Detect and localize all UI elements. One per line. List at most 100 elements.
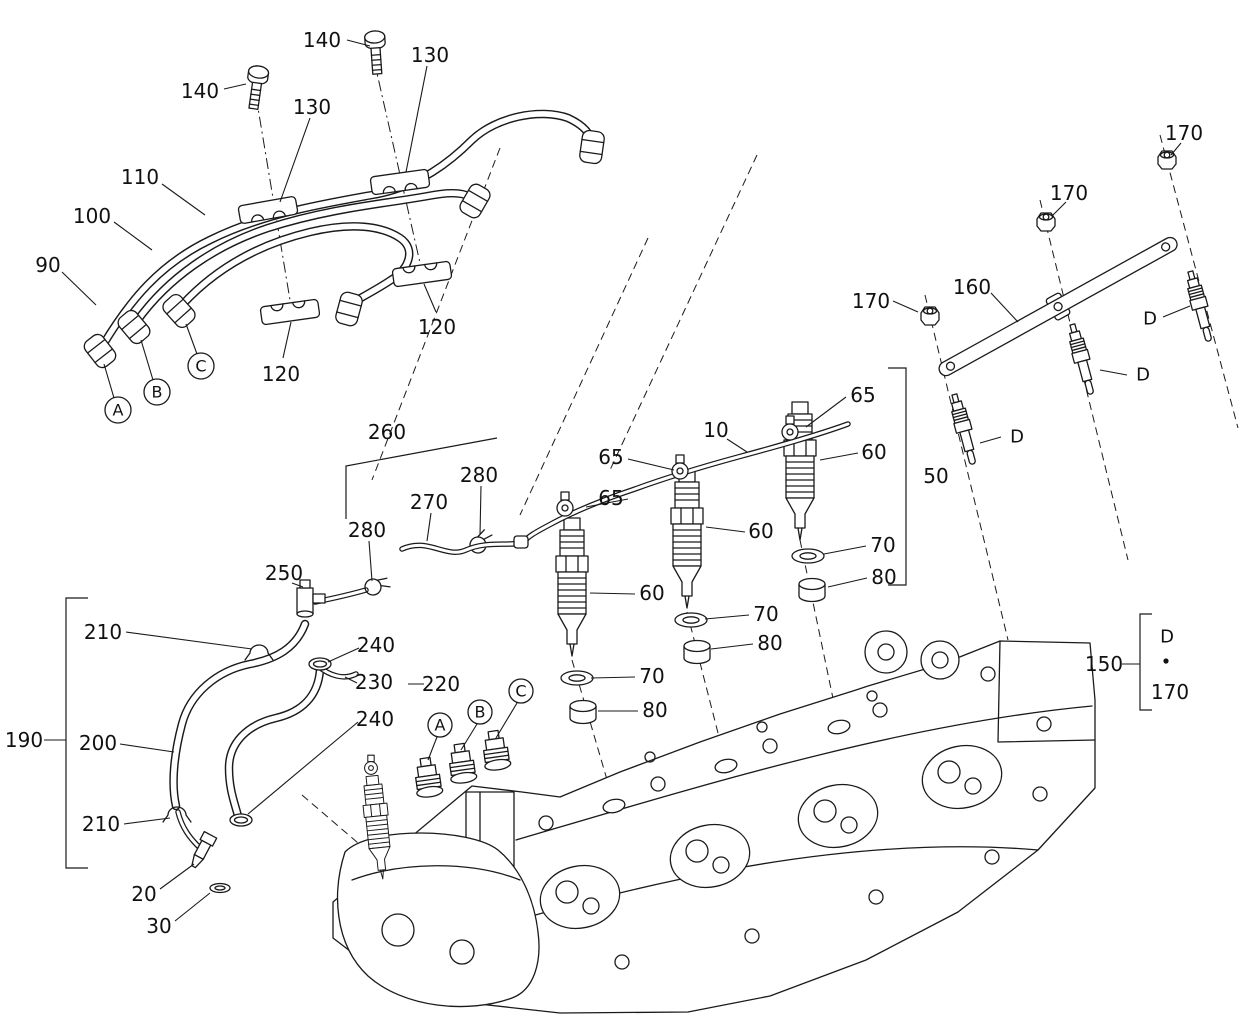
part-label-280: 280	[460, 463, 498, 487]
part-label-90: 90	[35, 253, 60, 277]
part-label-250: 250	[265, 561, 303, 585]
injector-washer	[791, 548, 825, 564]
part-label-30: 30	[146, 914, 171, 938]
part-label-50: 50	[923, 464, 948, 488]
spring-clamp	[362, 571, 394, 601]
injector-left	[555, 517, 589, 657]
part-label-60: 60	[748, 519, 773, 543]
ref-circle-b: B	[143, 378, 171, 406]
pipe-end-fitting	[333, 290, 365, 328]
part-label-200: 200	[79, 731, 117, 755]
part-label-240: 240	[357, 633, 395, 657]
rail-nut	[1157, 150, 1177, 170]
leader-lines	[44, 39, 1191, 922]
part-label-65: 65	[598, 486, 623, 510]
ref-letter-c: C	[515, 682, 526, 701]
injector-seal	[798, 577, 826, 603]
hose-ring	[229, 813, 253, 827]
part-label-120: 120	[262, 362, 300, 386]
hose-ring	[308, 657, 332, 671]
part-label-190: 190	[5, 728, 43, 752]
part-label-210: 210	[82, 812, 120, 836]
part-label-130: 130	[411, 43, 449, 67]
ref-letter-c: C	[195, 357, 206, 376]
hose-connector	[513, 535, 529, 549]
ref-letter-d: D	[1136, 365, 1150, 386]
leak-off-banjo	[556, 491, 574, 517]
injection-pump	[336, 728, 540, 1008]
nozzle-washer	[209, 882, 231, 894]
delivery-holder-c	[479, 728, 513, 773]
part-label-10: 10	[703, 418, 728, 442]
ref-circle-c: C	[508, 678, 534, 704]
ref-letter-b: B	[475, 703, 486, 722]
part-label-220: 220	[422, 672, 460, 696]
part-label-80: 80	[642, 698, 667, 722]
ref-letter-a: A	[435, 716, 446, 735]
ref-letter-d: D	[1010, 427, 1024, 448]
return-hoses	[162, 527, 497, 894]
injector-seal	[569, 699, 597, 725]
part-label-70: 70	[753, 602, 778, 626]
part-label-70: 70	[870, 533, 895, 557]
part-label-70: 70	[639, 664, 664, 688]
ref-circle-a: A	[427, 712, 453, 738]
ref-circle-b: B	[467, 699, 493, 725]
glow-plug	[945, 391, 982, 467]
part-label-110: 110	[121, 165, 159, 189]
part-label-65: 65	[850, 383, 875, 407]
clamp-bolt	[242, 64, 270, 111]
clamp-bolt	[363, 29, 388, 76]
part-label-280: 280	[348, 518, 386, 542]
bullet-dot	[1163, 658, 1169, 664]
leak-off-banjo	[671, 454, 689, 480]
ref-letter-b: B	[152, 383, 163, 402]
ref-circle-a: A	[104, 396, 132, 424]
part-label-270: 270	[410, 490, 448, 514]
ref-letter-a: A	[113, 401, 124, 420]
injectors	[399, 401, 851, 725]
hose-joint	[296, 579, 326, 618]
injector-middle	[670, 469, 704, 609]
pipe-clamp-upper	[369, 168, 431, 196]
pipe-end-fitting	[456, 180, 494, 222]
delivery-holder-a	[411, 755, 445, 800]
pipe-clamp-lower	[391, 260, 453, 288]
ref-circle-c: C	[187, 352, 215, 380]
part-label-130: 130	[293, 95, 331, 119]
ref-letter-d: D	[1143, 309, 1157, 330]
injection-pipes	[80, 29, 606, 372]
part-label-20: 20	[131, 882, 156, 906]
injector-seal	[683, 639, 711, 665]
part-label-170: 170	[1165, 121, 1203, 145]
part-label-230: 230	[355, 670, 393, 694]
part-label-100: 100	[73, 204, 111, 228]
glow-plug-assembly	[920, 150, 1218, 467]
part-label-260: 260	[368, 420, 406, 444]
part-label-210: 210	[84, 620, 122, 644]
injector-bores	[602, 719, 851, 814]
overflow-nozzle	[191, 830, 218, 869]
callouts: 140 130 140 130 110 100 90 120 120 170 1…	[5, 28, 1203, 938]
ref-letter-d: D	[1160, 627, 1174, 648]
rail-nut	[920, 306, 940, 326]
part-label-80: 80	[871, 565, 896, 589]
part-label-65: 65	[598, 445, 623, 469]
part-label-160: 160	[953, 275, 991, 299]
part-label-80: 80	[757, 631, 782, 655]
pipe-end-fitting	[578, 128, 606, 166]
group-brackets	[65, 367, 1169, 869]
part-label-140: 140	[181, 79, 219, 103]
part-label-170: 170	[1151, 680, 1189, 704]
part-label-170: 170	[852, 289, 890, 313]
part-label-60: 60	[639, 581, 664, 605]
part-label-120: 120	[418, 315, 456, 339]
pump-body	[336, 832, 540, 1008]
glow-plug	[1063, 321, 1100, 397]
part-label-240: 240	[356, 707, 394, 731]
part-label-170: 170	[1050, 181, 1088, 205]
pipe-end-fitting	[80, 330, 120, 372]
part-label-150: 150	[1085, 652, 1123, 676]
